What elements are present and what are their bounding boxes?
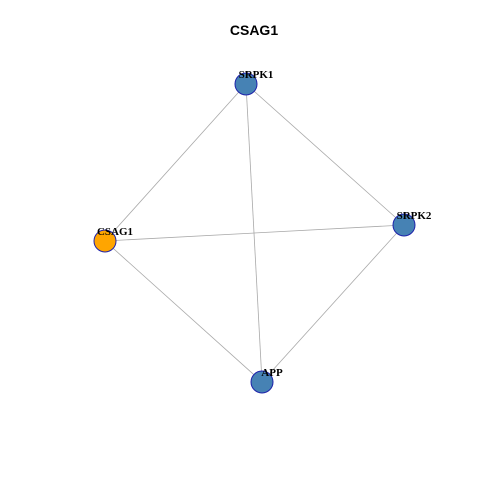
node-csag1 <box>93 229 117 253</box>
edge-srpk2-app <box>261 224 405 383</box>
node-label-csag1: CSAG1 <box>97 226 133 238</box>
edge-srpk1-csag1 <box>104 83 247 242</box>
node-srpk2 <box>392 213 416 237</box>
node-layer <box>93 72 416 394</box>
node-label-srpk1: SRPK1 <box>239 69 274 81</box>
edge-csag1-srpk2 <box>104 224 405 242</box>
node-srpk1 <box>234 72 258 96</box>
node-app <box>250 370 274 394</box>
node-label-srpk2: SRPK2 <box>397 210 432 222</box>
edge-csag1-app <box>104 240 263 383</box>
edge-layer <box>104 83 405 383</box>
node-label-app: APP <box>261 367 283 379</box>
plot-title: CSAG1 <box>230 22 278 38</box>
edge-srpk1-srpk2 <box>245 83 405 226</box>
